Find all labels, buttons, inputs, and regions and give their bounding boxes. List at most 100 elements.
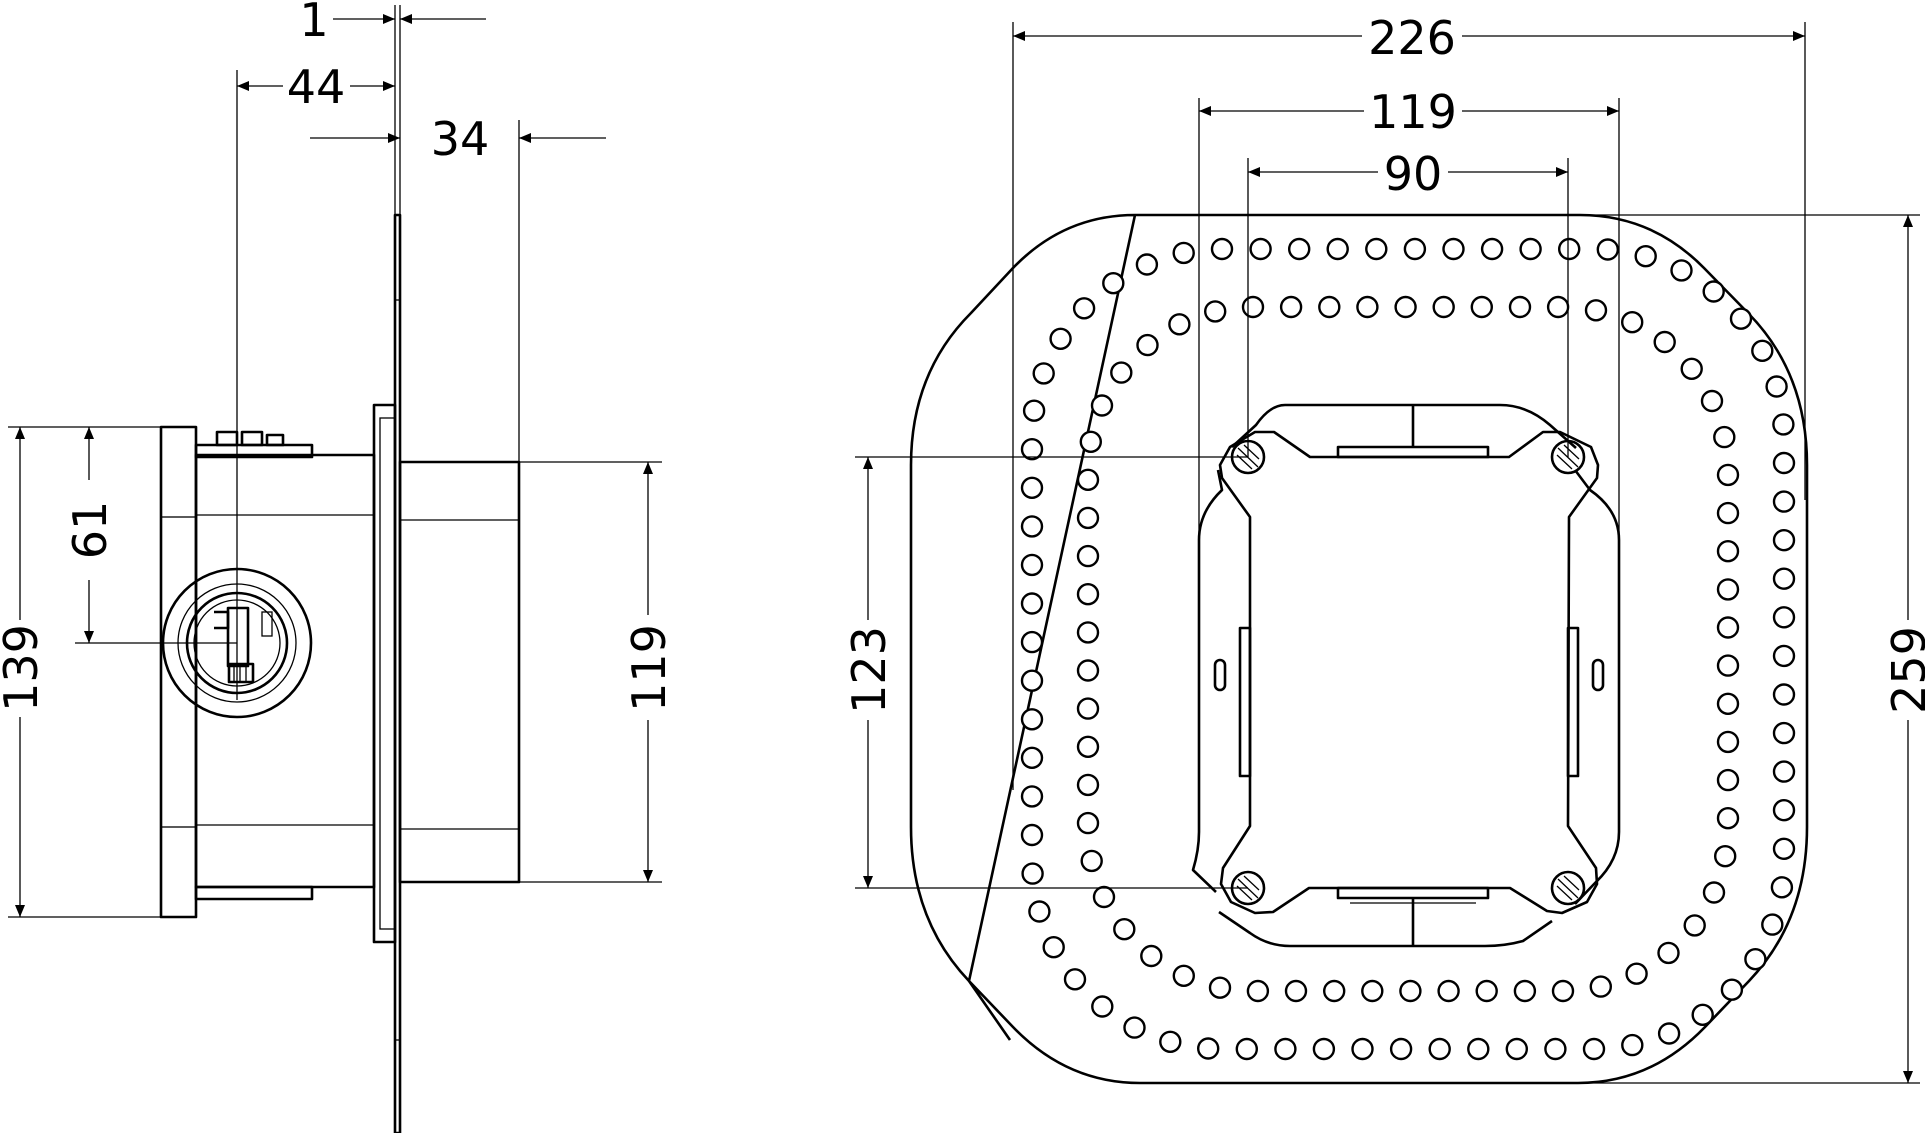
mounting-hole [1716, 616, 1740, 639]
mounting-hole [1437, 979, 1460, 1003]
mounting-hole [1729, 307, 1753, 330]
mounting-holes [1020, 237, 1796, 1061]
mounting-hole [1076, 506, 1100, 530]
mounting-hole [1049, 327, 1072, 350]
mounting-hole [1428, 1037, 1451, 1061]
mounting-hole [1020, 515, 1044, 538]
mounting-hole [1716, 540, 1740, 563]
mounting-hole [1322, 979, 1346, 1003]
mounting-hole [1772, 529, 1796, 552]
dim-label-119-front: 119 [1369, 85, 1457, 139]
inner-frame [1191, 403, 1621, 948]
end-cap [159, 425, 198, 919]
mounting-hole [1653, 330, 1676, 354]
mounting-hole [1761, 913, 1784, 936]
mounting-hole [1356, 295, 1379, 319]
mounting-hole [1140, 944, 1163, 968]
mounting-hole [1208, 976, 1232, 999]
mounting-hole [1625, 962, 1648, 985]
mounting-hole [1279, 295, 1303, 319]
mounting-hole [1716, 730, 1740, 754]
mounting-hole [1136, 333, 1159, 357]
mounting-hole [1389, 1037, 1413, 1061]
mounting-hole [1713, 425, 1736, 449]
mounting-hole [1113, 918, 1136, 941]
mounting-hole [1670, 259, 1693, 282]
mounting-hole [1657, 1022, 1681, 1045]
mounting-hole [1551, 979, 1575, 1003]
mounting-hole [1620, 311, 1644, 334]
mounting-hole [1020, 438, 1044, 461]
mounting-hole [1513, 979, 1537, 1003]
mounting-hole [1772, 567, 1796, 590]
mounting-hole [1020, 823, 1044, 847]
frame-details [1213, 405, 1605, 946]
mounting-hole [1772, 760, 1796, 783]
dim-label-90: 90 [1384, 147, 1443, 201]
mounting-hole [1772, 799, 1796, 822]
mounting-hole [1351, 1037, 1374, 1061]
mounting-hole [1765, 375, 1788, 398]
mounting-hole [1700, 389, 1724, 413]
mounting-hole [1028, 900, 1051, 923]
mounting-hole [1691, 1003, 1714, 1026]
mounting-hole [1403, 237, 1427, 261]
mounting-hole [1020, 746, 1044, 769]
mounting-hole [1076, 811, 1100, 835]
mounting-hole [1196, 1037, 1220, 1060]
mounting-hole [1326, 237, 1349, 261]
mounting-hole [1076, 468, 1100, 491]
mounting-hole [1312, 1037, 1336, 1061]
mounting-hole [1287, 237, 1311, 261]
mounting-hole [1716, 768, 1740, 792]
dim-label-61: 61 [63, 501, 117, 560]
dimension-259: 259 [1882, 215, 1925, 1083]
mounting-hole [1505, 1037, 1529, 1061]
mounting-hole [1683, 914, 1706, 937]
mounting-hole [1772, 413, 1795, 436]
mounting-hole [1508, 295, 1532, 319]
box-body [194, 430, 376, 901]
mounting-hole [1249, 237, 1272, 261]
mounting-hole [1090, 394, 1114, 417]
mounting-hole [1770, 876, 1794, 899]
dimension-119-front: 119 [1199, 85, 1619, 139]
mounting-hole [1470, 295, 1494, 319]
mounting-hole [1076, 544, 1100, 568]
mounting-hole [1772, 644, 1796, 668]
mounting-hole [1657, 941, 1680, 965]
dim-label-259: 259 [1882, 626, 1925, 714]
mounting-hole [1210, 237, 1234, 261]
mounting-hole [1076, 659, 1100, 682]
mounting-hole [1076, 773, 1100, 797]
mounting-hole [1680, 357, 1703, 380]
dim-label-139: 139 [0, 624, 48, 712]
mounting-hole [1475, 979, 1498, 1003]
mounting-hole [1394, 295, 1417, 319]
mounting-hole [1716, 463, 1740, 487]
mounting-hole [1020, 592, 1044, 615]
mounting-hole [1020, 785, 1044, 808]
mounting-hole [1318, 295, 1341, 319]
mounting-hole [1274, 1037, 1297, 1061]
mounting-hole [1584, 299, 1608, 322]
mounting-hole [1582, 1037, 1606, 1061]
mounting-hole [1399, 979, 1422, 1003]
corner-screws [1230, 439, 1586, 906]
mounting-hole [1080, 849, 1103, 873]
mounting-hole [1772, 606, 1796, 629]
mounting-hole [1020, 669, 1044, 692]
dimension-123: 123 [842, 457, 896, 888]
mounting-hole [1772, 490, 1796, 513]
mounting-hole [1772, 837, 1796, 860]
mounting-hole [1467, 1037, 1490, 1061]
dimension-119-side: 119 [622, 462, 676, 882]
mounting-hole [1020, 476, 1044, 499]
mounting-hole [1172, 241, 1195, 265]
mounting-hole [1720, 978, 1744, 1001]
dim-label-34: 34 [431, 112, 490, 166]
mounting-hole [1365, 237, 1388, 261]
dimension-44: 44 [237, 60, 395, 114]
mounting-hole [1091, 995, 1114, 1018]
